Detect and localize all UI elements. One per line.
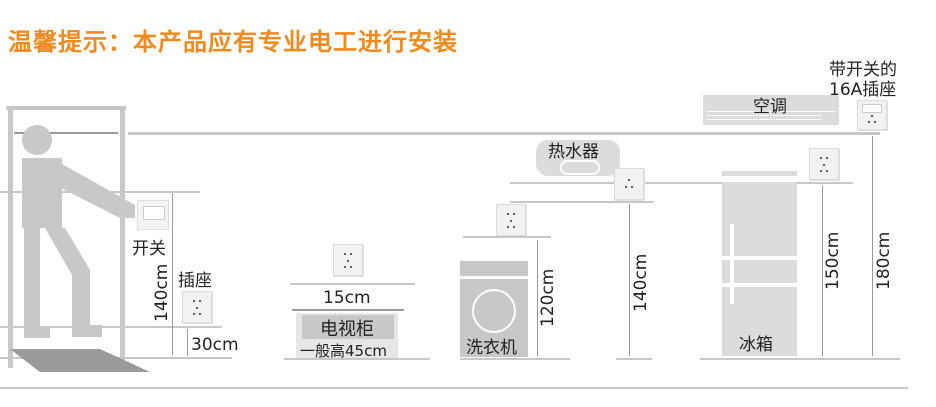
- tv-socket-icon: [333, 244, 363, 276]
- door-header-line: [14, 132, 118, 134]
- dim-120: [537, 240, 538, 356]
- dim-150: [822, 186, 823, 356]
- water-heater-socket-line: [510, 201, 654, 203]
- tv-cabinet-top-line: [292, 309, 404, 311]
- ac-height-label: 180cm: [874, 231, 894, 290]
- bottom-divider: [0, 387, 908, 389]
- switch-label: 开关: [132, 239, 166, 259]
- socket-height-label: 30cm: [191, 335, 239, 355]
- washer-height-label: 120cm: [538, 268, 558, 327]
- wall-switch-icon: [137, 200, 169, 230]
- ac-socket-label-1: 带开关的: [829, 60, 897, 80]
- heater-floor-line: [616, 358, 652, 360]
- tv-gap-top-line: [290, 283, 415, 285]
- water-heater-height-label: 140cm: [631, 253, 651, 312]
- tv-gap-label: 15cm: [323, 288, 371, 308]
- air-conditioner: [703, 95, 839, 125]
- ac-socket-label-2: 16A插座: [829, 80, 897, 100]
- tv-cabinet: [296, 313, 398, 359]
- tv-floor-line: [284, 358, 430, 360]
- height-line-30: [0, 326, 222, 328]
- washer-socket-line: [463, 236, 551, 238]
- washer-label: 洗衣机: [466, 338, 517, 358]
- ceiling-line: [128, 132, 880, 135]
- door-frame-right: [120, 110, 125, 368]
- dim-30: [187, 329, 188, 356]
- washing-machine: [460, 279, 528, 357]
- fridge-label: 冰箱: [739, 335, 773, 355]
- switch-height-label: 140cm: [152, 263, 172, 322]
- socket-label: 插座: [178, 271, 212, 291]
- person-figure: [10, 125, 150, 372]
- water-heater: [536, 140, 620, 176]
- washer-socket-icon: [496, 204, 526, 236]
- water-heater-label: 热水器: [548, 142, 599, 162]
- fridge-socket-icon: [809, 148, 839, 180]
- fridge-floor-line: [700, 358, 900, 360]
- ac-socket-icon: [857, 100, 887, 130]
- fridge-top-strip: [722, 171, 797, 176]
- fridge-height-label: 150cm: [823, 231, 843, 290]
- tv-cabinet-height-label: 一般高45cm: [300, 342, 387, 360]
- dim-180: [872, 136, 873, 356]
- dim-140-heater: [629, 204, 630, 356]
- door-frame-top: [6, 106, 126, 110]
- dim-140-left: [172, 193, 173, 355]
- water-heater-socket-icon: [614, 168, 644, 200]
- wall-socket-icon: [182, 291, 212, 323]
- refrigerator: [722, 182, 797, 356]
- washer-floor-line: [460, 358, 570, 360]
- door-frame-left: [8, 110, 13, 368]
- washer-top: [460, 261, 528, 276]
- page-title: 温馨提示：本产品应有专业电工进行安装: [8, 28, 458, 56]
- ac-label: 空调: [753, 97, 787, 117]
- tv-cabinet-label: 电视柜: [320, 319, 374, 340]
